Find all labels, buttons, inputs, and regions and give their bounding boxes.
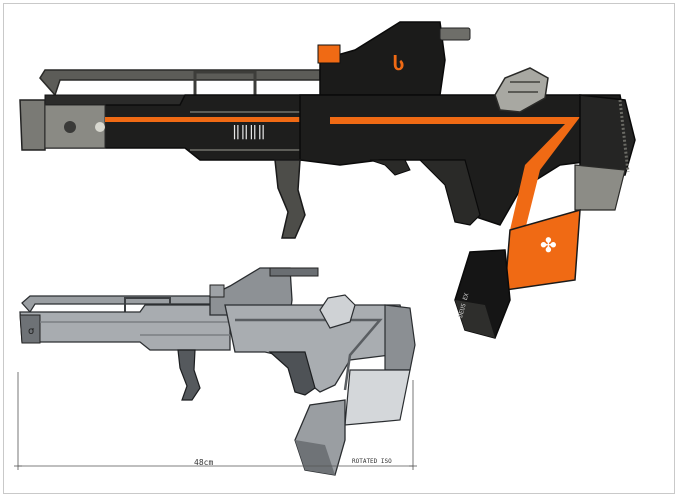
image-frame <box>3 3 675 494</box>
bottom-rifle: σ <box>19 267 416 476</box>
svg-text:✤: ✤ <box>540 233 557 257</box>
svg-text:Ⴑ: Ⴑ <box>393 54 404 75</box>
dimension-note: ROTATED ISO <box>352 458 392 465</box>
side-markings: ‖‖‖‖ <box>232 124 266 140</box>
length-dimension-label: 48cm <box>194 458 214 467</box>
top-rifle: ‖‖‖‖ Ⴑ ✤ DEUS EX <box>19 21 636 339</box>
svg-text:σ: σ <box>28 326 35 337</box>
dimension-lines <box>14 372 417 470</box>
